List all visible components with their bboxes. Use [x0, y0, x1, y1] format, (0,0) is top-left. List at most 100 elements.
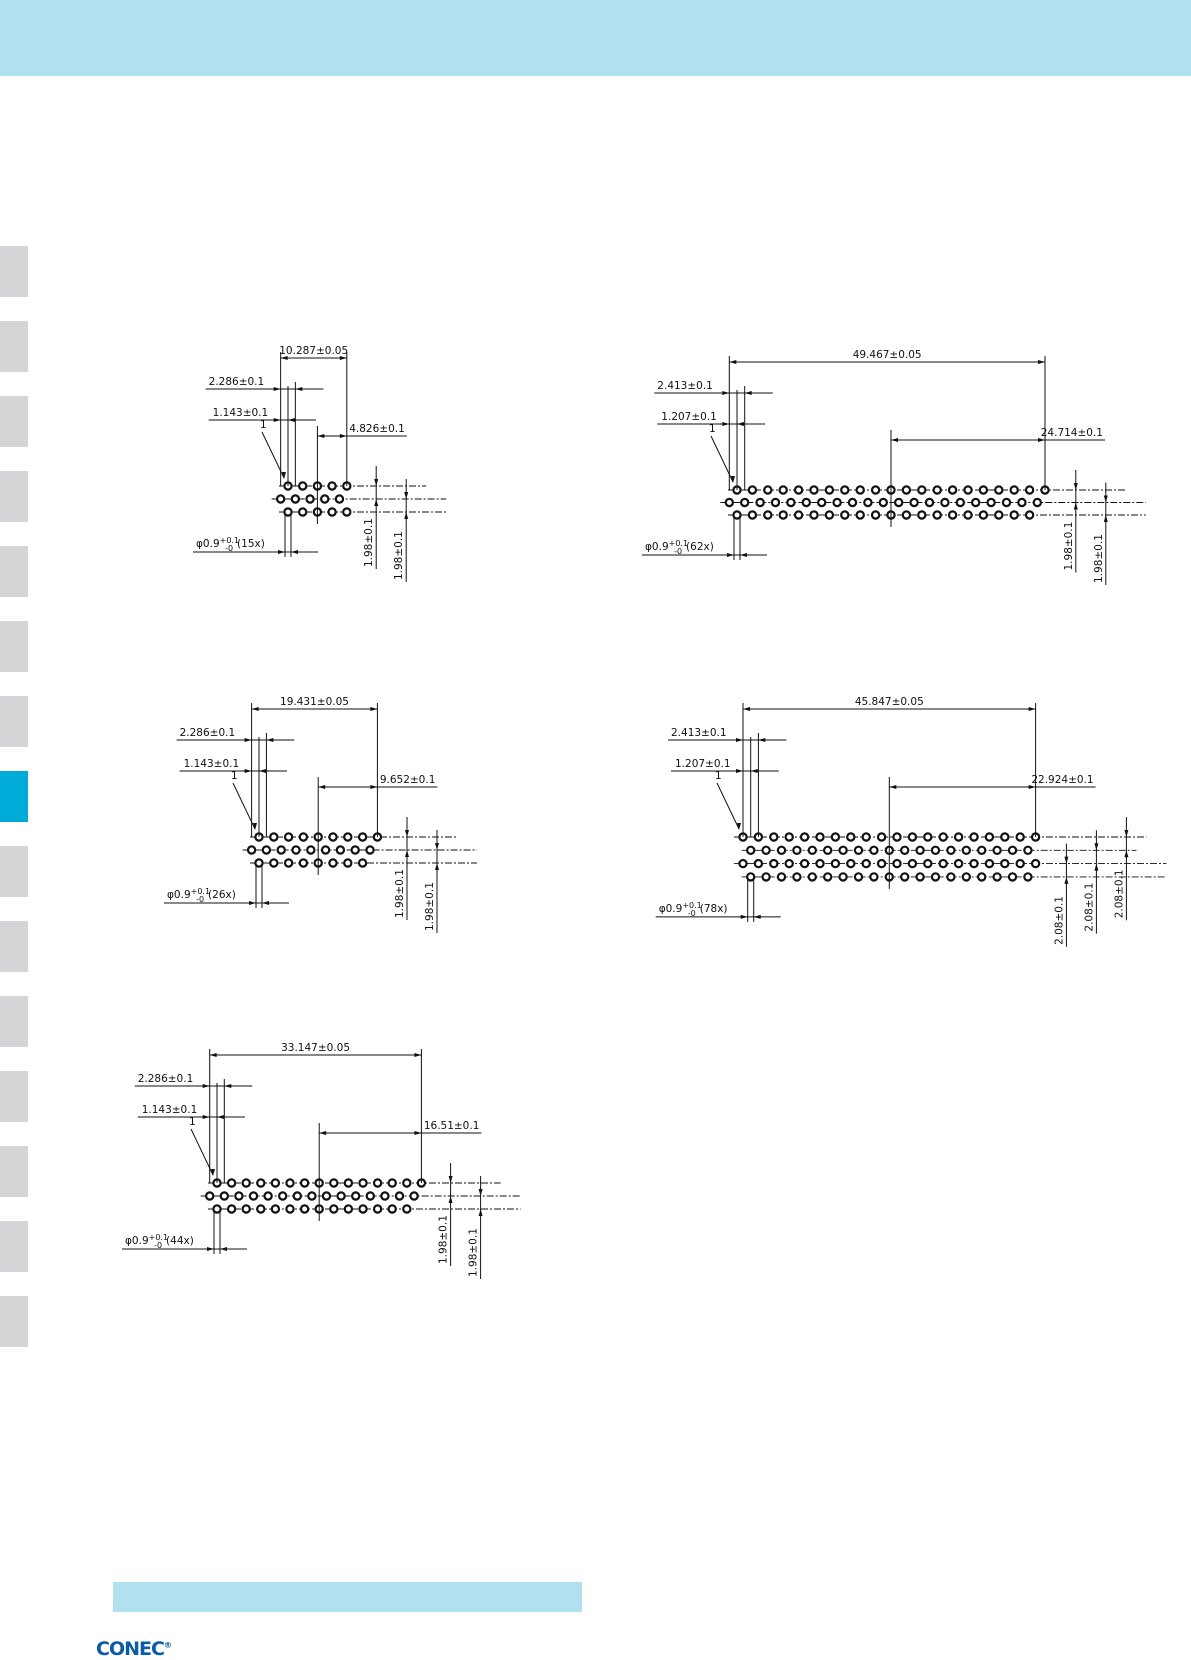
- pin-hole-icon: [290, 494, 301, 504]
- side-tab-15[interactable]: [0, 1296, 28, 1347]
- arrowhead-icon: [736, 738, 743, 742]
- pin-hole-icon: [876, 832, 887, 842]
- side-tab-5[interactable]: [0, 546, 28, 597]
- arrowhead-icon: [478, 1189, 483, 1196]
- pin-hole-icon: [792, 872, 802, 882]
- pin-hole-icon: [256, 1178, 266, 1188]
- tolerance-upper: +0.1: [149, 1233, 168, 1242]
- pitch-dimension-double: 2.286±0.1: [209, 376, 265, 388]
- pin-hole-icon: [846, 832, 856, 842]
- pin-hole-icon: [909, 497, 919, 508]
- side-tab-13[interactable]: [0, 1146, 28, 1197]
- pin-hole-icon: [901, 510, 912, 520]
- pin-1-label: 1: [260, 419, 267, 431]
- side-tab-6[interactable]: [0, 621, 28, 672]
- side-tab-8[interactable]: [0, 771, 28, 822]
- side-tab-3[interactable]: [0, 396, 28, 447]
- pin-hole-icon: [270, 1178, 281, 1188]
- pin-hole-icon: [1023, 872, 1033, 882]
- pin-hole-icon: [329, 1204, 339, 1214]
- pin-hole-icon: [358, 1178, 368, 1188]
- pin-hole-icon: [793, 485, 804, 495]
- arrowhead-icon: [414, 1053, 422, 1057]
- pin-hole-icon: [817, 497, 827, 508]
- pin-hole-icon: [938, 832, 948, 842]
- arrowhead-icon: [1064, 856, 1069, 864]
- pin-hole-icon: [830, 858, 841, 869]
- arrowhead-icon: [1103, 515, 1108, 522]
- pin-1-leader: [232, 782, 256, 830]
- hole-count: (44x): [166, 1235, 194, 1247]
- arrowhead-icon: [404, 492, 409, 499]
- pin-hole-icon: [357, 858, 368, 868]
- arrowhead-icon: [224, 1084, 232, 1088]
- side-tab-12[interactable]: [0, 1071, 28, 1122]
- pin-hole-icon: [1007, 872, 1018, 882]
- pin-1-label: 1: [189, 1116, 196, 1128]
- side-tab-7[interactable]: [0, 696, 28, 747]
- pin-hole-icon: [915, 872, 925, 882]
- pin-hole-icon: [953, 832, 964, 842]
- side-tab-4[interactable]: [0, 471, 28, 522]
- arrowhead-icon: [727, 553, 734, 557]
- pin-hole-icon: [977, 845, 987, 856]
- tolerance-upper: +0.1: [669, 539, 688, 548]
- row-spacing-dimension: 1.98±0.1: [1093, 534, 1105, 583]
- pin-hole-icon: [365, 845, 375, 855]
- arrowhead-icon: [370, 785, 378, 789]
- pin-hole-icon: [343, 832, 353, 842]
- pin-hole-icon: [971, 497, 981, 508]
- pin-hole-icon: [853, 872, 864, 882]
- row-spacing-dimension: 1.98±0.1: [363, 518, 375, 567]
- pin-hole-icon: [342, 507, 352, 517]
- pin-hole-icon: [724, 497, 735, 508]
- arrowhead-icon: [317, 434, 325, 438]
- pin-hole-icon: [946, 872, 956, 882]
- pin-hole-icon: [799, 832, 810, 842]
- pin-hole-icon: [876, 858, 887, 869]
- pin-hole-icon: [869, 872, 879, 882]
- side-tab-9[interactable]: [0, 846, 28, 897]
- pin-hole-icon: [747, 510, 758, 520]
- side-tab-10[interactable]: [0, 921, 28, 972]
- arrowhead-icon: [207, 1247, 214, 1251]
- side-tab-1[interactable]: [0, 246, 28, 297]
- pitch-dimension-single: 1.143±0.1: [213, 407, 269, 419]
- pin-hole-icon: [1015, 832, 1025, 842]
- pin-hole-icon: [992, 872, 1002, 882]
- pin-hole-icon: [402, 1204, 412, 1214]
- pin-hole-icon: [846, 858, 856, 869]
- pin-hole-icon: [746, 872, 756, 882]
- pin-hole-icon: [1009, 510, 1019, 520]
- arrowhead-icon: [435, 863, 439, 870]
- row-spacing-dimension: 1.98±0.1: [468, 1228, 480, 1277]
- pin-hole-icon: [761, 872, 771, 882]
- header-band: [0, 0, 1191, 76]
- arrowhead-icon: [202, 1115, 210, 1119]
- pin-hole-icon: [855, 485, 865, 495]
- hole-count: (78x): [700, 903, 728, 915]
- arrowhead-icon: [758, 738, 766, 742]
- pin-hole-icon: [969, 832, 979, 842]
- side-tab-14[interactable]: [0, 1221, 28, 1272]
- arrowhead-icon: [253, 823, 257, 830]
- hole-diameter-dimension: φ0.9+0.1-0(15x): [196, 536, 265, 553]
- pin-hole-icon: [283, 832, 294, 842]
- arrowhead-icon: [1094, 863, 1099, 871]
- arrowhead-icon: [1073, 502, 1078, 510]
- arrowhead-icon: [753, 914, 761, 919]
- arrowhead-icon: [282, 472, 286, 479]
- pin-hole-icon: [1000, 858, 1010, 869]
- arrowhead-icon: [743, 707, 750, 711]
- arrowhead-icon: [1094, 843, 1099, 851]
- footprint-drawing-5: 33.147±0.052.286±0.11.143±0.116.51±0.11φ…: [122, 1042, 521, 1279]
- pin-hole-icon: [963, 485, 973, 495]
- side-tab-11[interactable]: [0, 996, 28, 1047]
- pin-hole-icon: [387, 1178, 397, 1188]
- pin-hole-icon: [824, 485, 835, 495]
- pitch-dimension-single: 1.207±0.1: [675, 758, 731, 770]
- pin-1-leader: [716, 782, 740, 830]
- side-tab-2[interactable]: [0, 321, 28, 372]
- arrowhead-icon: [220, 1247, 227, 1251]
- pin-hole-icon: [776, 845, 787, 856]
